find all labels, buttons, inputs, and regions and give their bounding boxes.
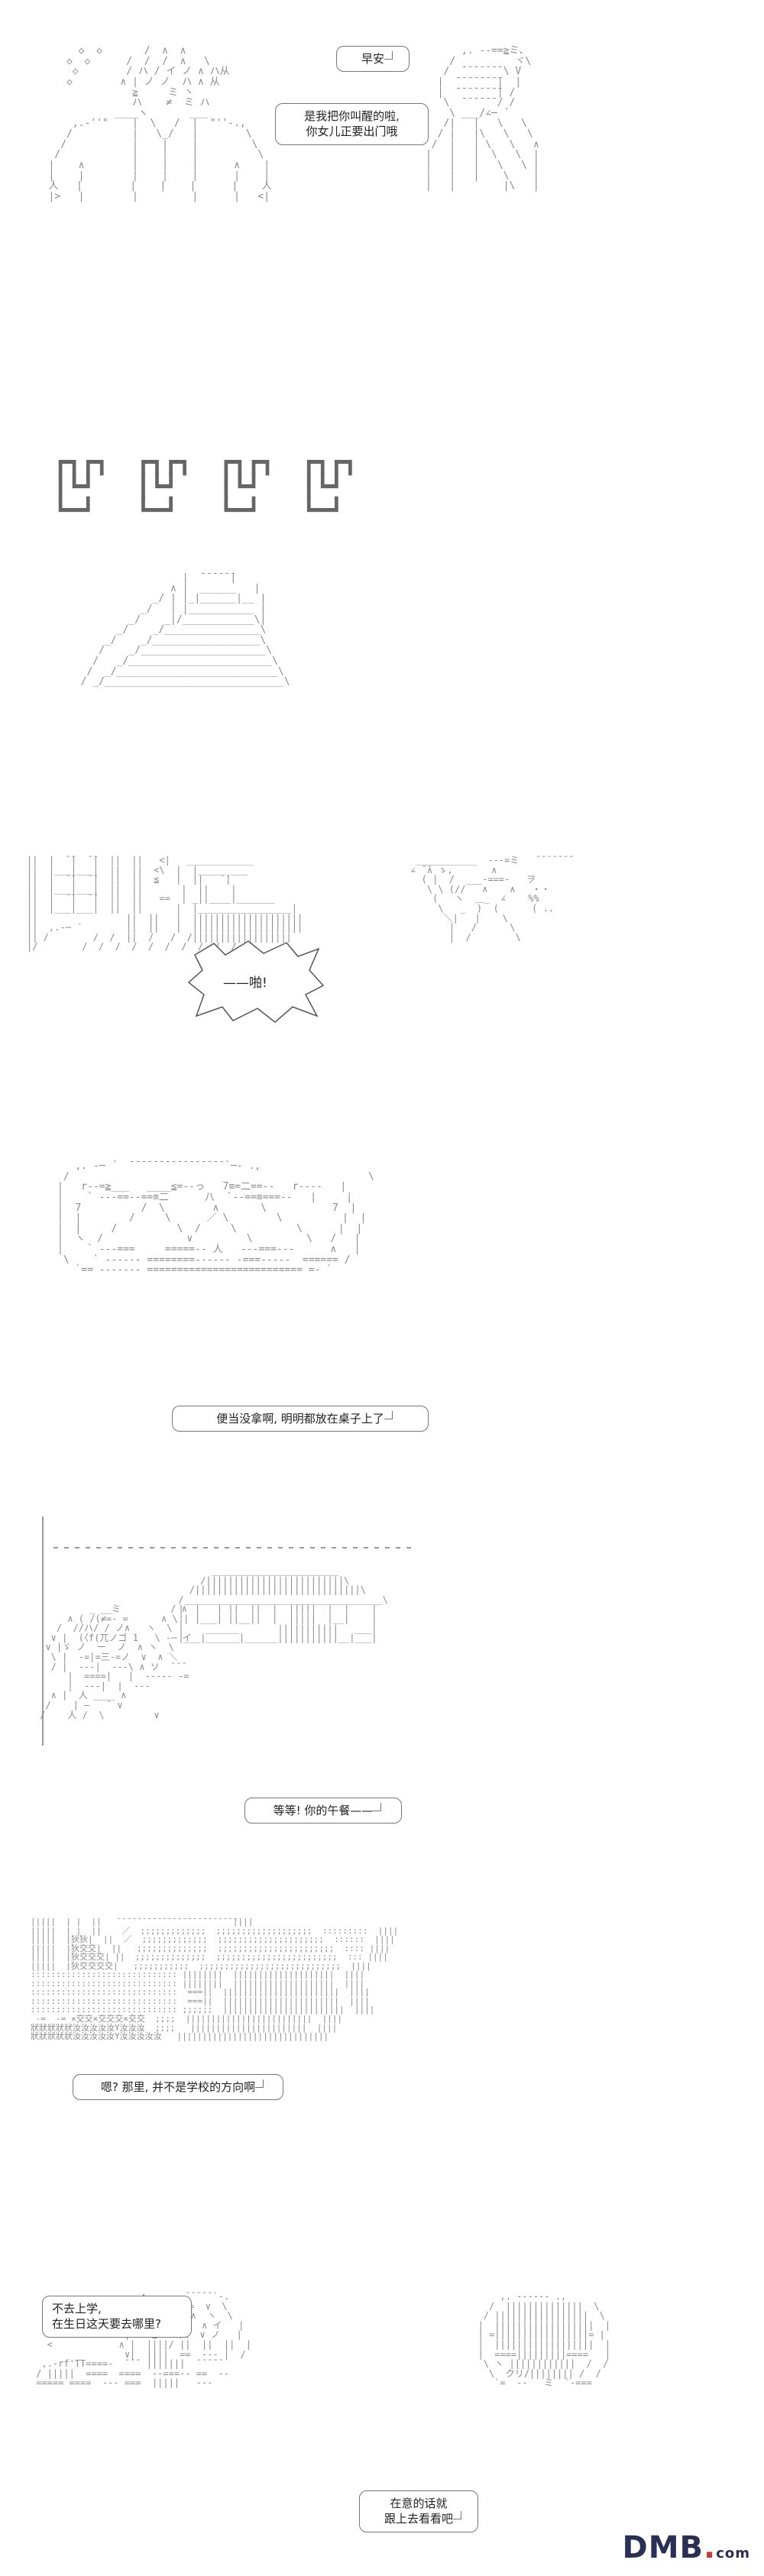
panel-6: ||||| | | || ̄ ̄ ̄ ̄ ̄ ̄ ̄ ̄ ̄ ̄ ̄ ̄ ̄ ̄… xyxy=(23,1910,634,2261)
closeup-face-ascii-art: ,. -─ ´ ̄ ̄ ̄ ̄ ̄ ̄ ̄ ̄ ̄ ̄ ̄ ̄ ̄ ̄ ̄ ̄ … xyxy=(57,1160,374,1277)
door-slam-sfx: ——啪! xyxy=(223,976,267,991)
speech-bubble-not-school-way: 嗯? 那里, 并不是学校的方向啊 xyxy=(73,2074,283,2101)
speech-bubble-follow: 在意的话就 跟上去看看吧 xyxy=(359,2490,478,2532)
street-crowd-ascii-art: ||||| | | || ̄ ̄ ̄ ̄ ̄ ̄ ̄ ̄ ̄ ̄ ̄ ̄ ̄ ̄… xyxy=(31,1917,399,2042)
roofline-dashed xyxy=(53,1547,413,1549)
panel-3: || | ̄ ̄| ̄ ̄| || || <| ____________ || … xyxy=(23,848,634,1138)
logo-text: DMB xyxy=(622,2530,704,2565)
mother-waving-ascii-art: _ __ミ / ∧ ∧ ( /(≠=- = ∧ \ | / //ハ/ / ノ∧ … xyxy=(40,1604,192,1720)
doorframe-line xyxy=(42,1516,44,1746)
street-buildings-ascii-art: || | ̄ ̄| ̄ ̄| || || <| ____________ || … xyxy=(27,855,303,953)
panel-4: ,. -─ ´ ̄ ̄ ̄ ̄ ̄ ̄ ̄ ̄ ̄ ̄ ̄ ̄ ̄ ̄ ̄ ̄ … xyxy=(23,1157,634,1478)
panel-7: ∧ .- ̄ ̄ ̄ ̄ ̄ `-. / ∨/ ∠三= -= ∨ \ / / /… xyxy=(23,2277,634,2567)
caption-lunchbox-forgotten: 便当没拿啊, 明明都放在桌子上了 xyxy=(172,1406,429,1432)
logo-suffix: com xyxy=(716,2545,750,2561)
panel-1: ◇ ◇ / ∧ ∧ ◇ ◇ / / / ∧ \ ◇ / ハ / イ ノ ∧ ハ从… xyxy=(23,31,634,413)
figure-right-ascii-art: ,. -‐==≧ミ、 / ヾ\ / ̄ ̄ ̄ ̄ ̄ ̄ ̄ \ V | ̄ … xyxy=(425,45,539,193)
logo-dot: . xyxy=(704,2530,717,2565)
slam-burst-frame xyxy=(187,940,325,1023)
figure-left-ascii-art: ◇ ◇ / ∧ ∧ ◇ ◇ / / / ∧ \ ◇ / ハ / イ ノ ∧ ハ从… xyxy=(48,45,272,202)
girl-running-ascii-art: ___________ ---=ミ ̄ ̄ ̄ ̄ ̄ ̄ ̄ ∠ ̄ ̄∧ ゝ… xyxy=(410,855,569,943)
speech-bubble-wait-lunch: 等等! 你的午餐—— xyxy=(244,1798,402,1824)
speech-bubble-where-going: 不去上学, 在生日这天要去哪里? xyxy=(42,2296,192,2338)
speech-bubble-woke-you: 是我把你叫醒的啦, 你女儿正要出门哦 xyxy=(275,103,429,145)
speech-bubble-good-morning: 早安 xyxy=(336,46,410,73)
stairs-ascii-art: | ̄ ̄ ̄ ̄ ̄ ̄| ∧ | ______ | _/ | |_|____… xyxy=(80,572,290,688)
panel-5: _______________________ /|||||||||||||||… xyxy=(23,1501,634,1898)
house-ascii-art: _______________________ /|||||||||||||||… xyxy=(178,1565,388,1644)
knock-sfx-ascii-art: ┏┓┏┓ ┏┓┏┓ ┏┓┏┓ ┏┓┏┓ ┃┗┛ ┃┗┛ ┃┗┛ ┃┗┛ ┗━┛ … xyxy=(53,449,358,524)
site-watermark-logo: DMB.com xyxy=(623,2530,751,2565)
hooded-observer-ascii-art: ,. -‐‐‐‐- ., / |||||||||||||| \ / ||||||… xyxy=(478,2291,610,2389)
panel-2: ┏┓┏┓ ┏┓┏┓ ┏┓┏┓ ┏┓┏┓ ┃┗┛ ┃┗┛ ┃┗┛ ┃┗┛ ┗━┛ … xyxy=(23,428,634,825)
